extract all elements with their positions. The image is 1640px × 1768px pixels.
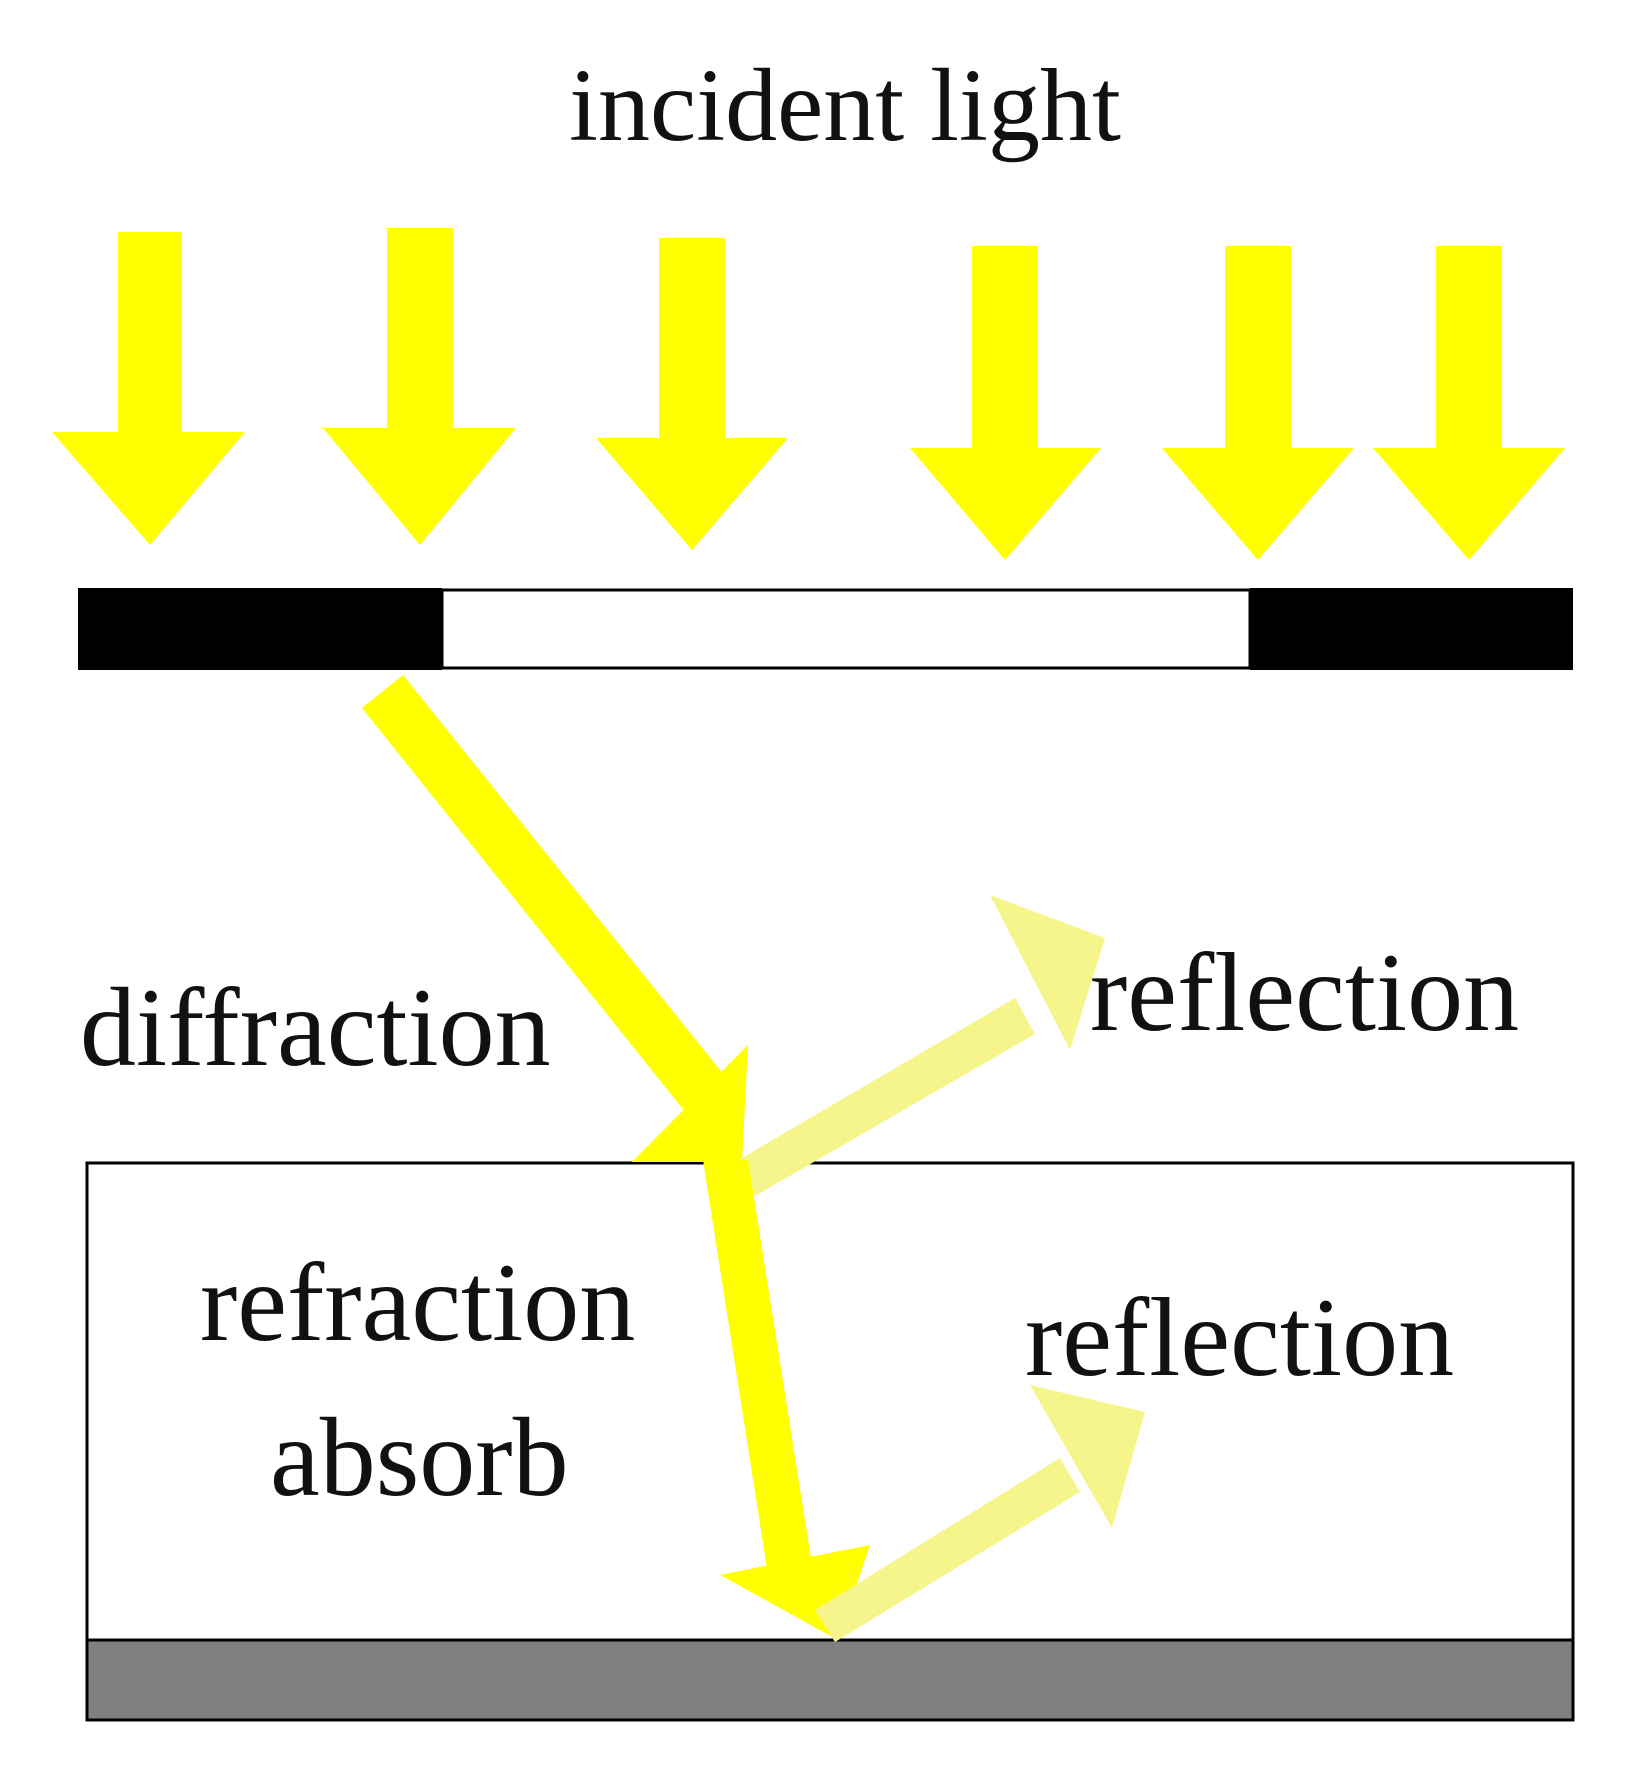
mask-opaque-left [78,588,442,670]
diffracted-beam-shaft [362,675,732,1118]
absorb-label: absorb [270,1396,569,1520]
refraction-label: refraction [200,1241,635,1365]
reflection-arrow-bottom-head [1030,1385,1145,1528]
substrate [85,1638,1575,1722]
refracted-beam-shaft [703,1160,812,1575]
mask [78,588,1573,670]
incident-arrow-5 [1162,246,1354,560]
mask-opaque-right [1250,588,1573,670]
reflection-top-label: reflection [1090,931,1519,1055]
incident-arrow-2 [323,228,516,545]
incident-light-label: incident light [569,48,1121,163]
mask-opening [440,588,1252,670]
reflection-arrow-bottom [815,1385,1145,1642]
reflection-arrow-top-head [990,895,1105,1050]
diffracted-beam [362,675,748,1162]
reflection-arrow-bottom-shaft [815,1458,1080,1642]
diffraction-label: diffraction [80,966,551,1090]
incident-arrows [52,228,1565,560]
incident-arrow-1 [52,232,245,545]
incident-arrow-4 [910,246,1101,560]
reflection-arrow-top-shaft [735,998,1035,1196]
incident-arrow-6 [1373,246,1565,560]
diffracted-beam-head [632,1045,748,1162]
reflection-arrow-top [735,895,1105,1196]
incident-arrow-3 [596,238,788,550]
reflection-bottom-label: reflection [1025,1276,1454,1400]
